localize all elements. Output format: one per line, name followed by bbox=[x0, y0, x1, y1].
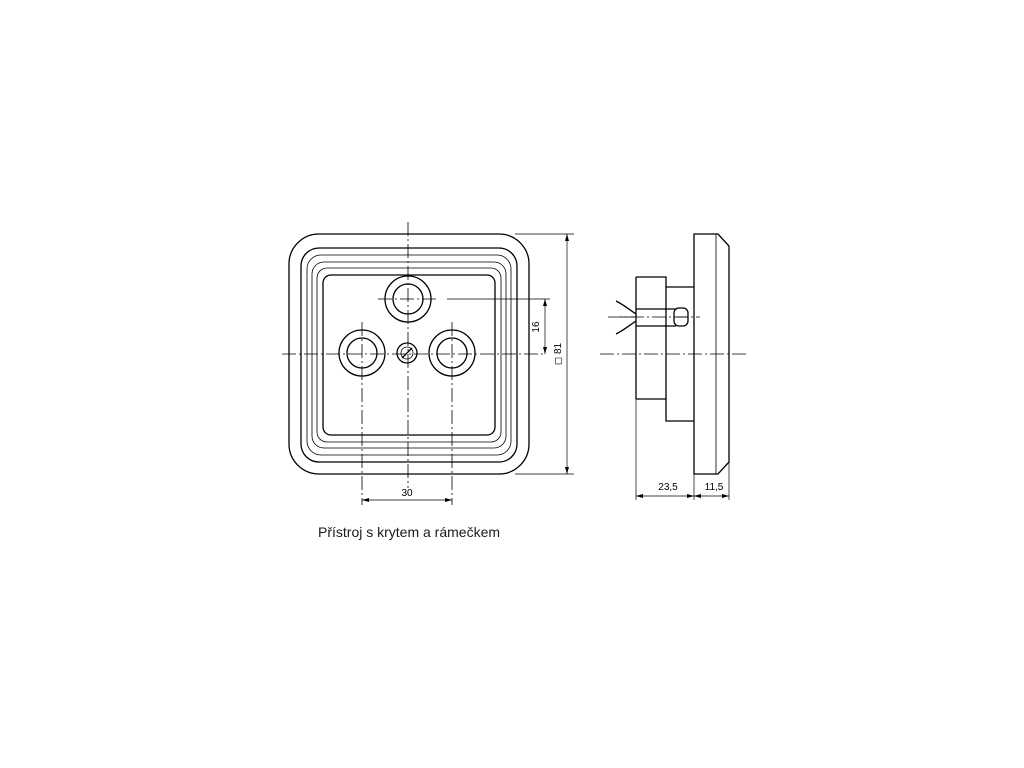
dimension-socket-spacing: 30 bbox=[362, 488, 452, 502]
frame-ring-3 bbox=[311, 261, 507, 449]
dim-cover-label: 11,5 bbox=[705, 482, 724, 493]
dimension-offset: 16 bbox=[447, 298, 550, 354]
device-body bbox=[636, 276, 694, 288]
frame-ring-1 bbox=[300, 247, 518, 463]
frame-ring-2 bbox=[306, 254, 512, 456]
dim-frame-size-label: ◻ 81 bbox=[553, 342, 564, 365]
dimension-frame-size: ◻ 81 bbox=[515, 233, 574, 475]
dim-depth-label: 23,5 bbox=[658, 482, 678, 493]
dimension-cover: 11,5 bbox=[694, 482, 729, 498]
side-view: 23,5 11,5 bbox=[600, 233, 746, 500]
cover-plate bbox=[322, 274, 496, 436]
cable bbox=[615, 300, 637, 335]
front-view: 30 16 ◻ 81 bbox=[282, 222, 574, 505]
dimension-depth: 23,5 bbox=[636, 482, 694, 498]
dim-offset-label: 16 bbox=[531, 321, 542, 333]
center-screw-icon bbox=[396, 342, 418, 364]
dim-socket-spacing-label: 30 bbox=[401, 488, 413, 499]
drawing-caption: Přístroj s krytem a rámečkem bbox=[318, 524, 500, 540]
frame-ring-4 bbox=[316, 267, 502, 443]
